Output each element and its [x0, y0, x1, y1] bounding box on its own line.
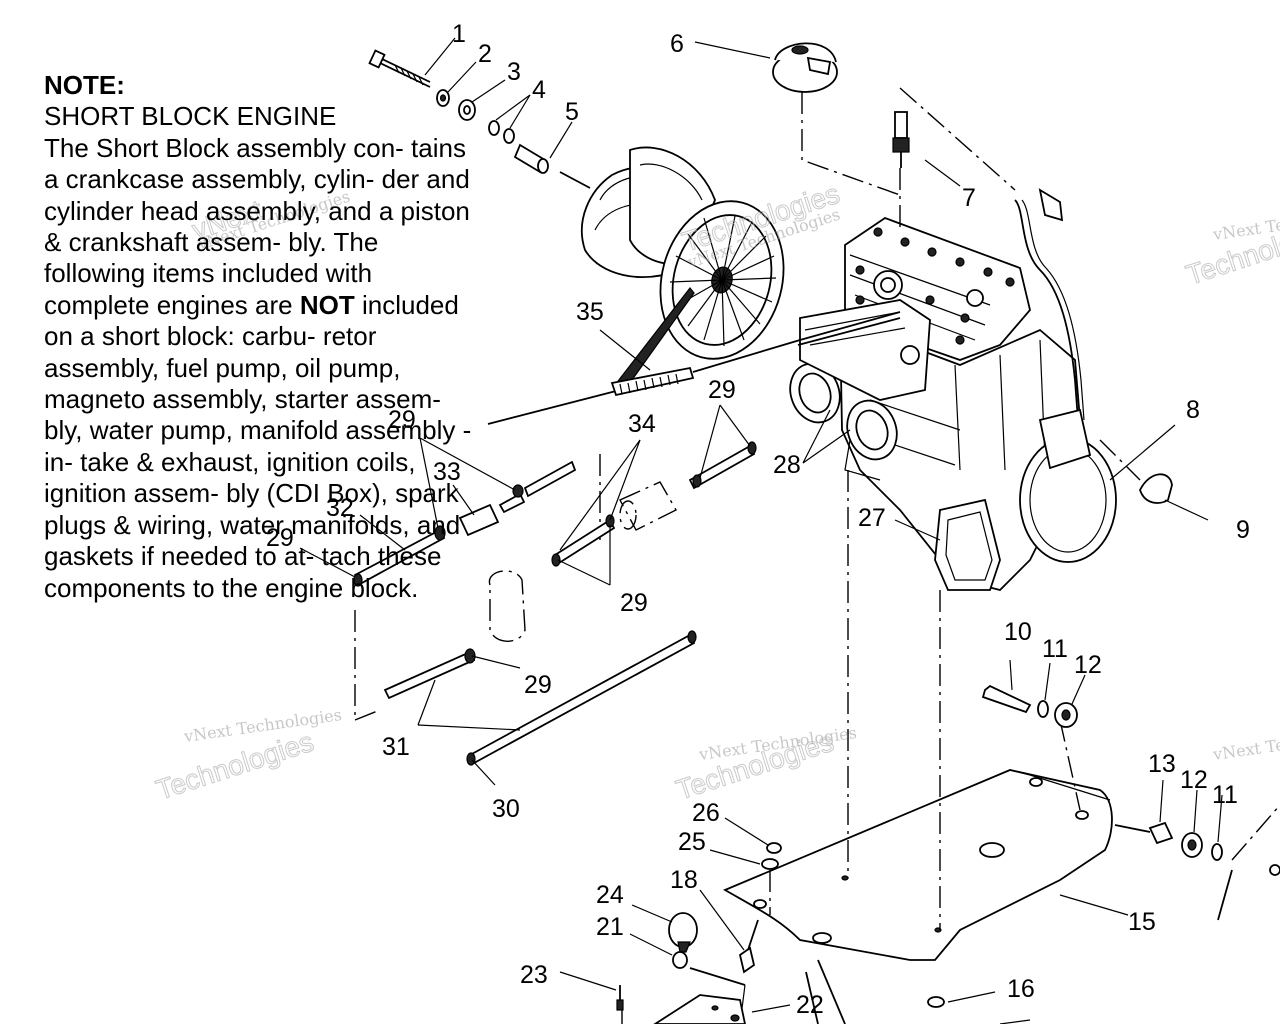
spark-plug-7	[892, 111, 910, 168]
bolt-1	[368, 49, 431, 88]
callout-9: 9	[1236, 516, 1250, 544]
callout-27: 27	[858, 504, 886, 532]
callout-2: 2	[478, 40, 492, 68]
oring-4b	[503, 128, 515, 144]
oil-cap-6	[772, 42, 838, 93]
callout-12: 12	[1074, 651, 1102, 679]
callout-32: 32	[326, 494, 354, 522]
throttle-cable-35	[487, 287, 901, 425]
fuel-filter-34	[619, 481, 677, 531]
callout-13: 13	[1148, 750, 1176, 778]
leader-lines-fuel	[299, 404, 751, 786]
callout-18: 18	[670, 866, 698, 894]
nut-26	[766, 842, 782, 854]
washer-11b	[1211, 843, 1223, 861]
grommet-12	[1054, 702, 1078, 728]
spacer-5	[513, 143, 549, 174]
engine-block	[789, 188, 1117, 591]
note-body: The Short Block assembly con- tains a cr…	[44, 133, 474, 604]
callout-25: 25	[678, 828, 706, 856]
callout-6: 6	[670, 30, 684, 58]
callout-numbers: 1 2 3 4 5 6 7 8 9 10 11 12 12 11 13 15 1…	[266, 20, 1250, 1019]
note-emphasis: NOT	[299, 289, 355, 320]
callout-22: 22	[796, 991, 824, 1019]
note-subtitle: SHORT BLOCK ENGINE	[44, 101, 337, 132]
callout-8: 8	[1186, 396, 1200, 424]
callout-29d: 29	[620, 589, 648, 617]
callout-26: 26	[692, 799, 720, 827]
stud-18	[738, 919, 759, 974]
screw-23	[616, 985, 624, 1011]
callout-24: 24	[596, 881, 624, 909]
callout-15: 15	[1128, 908, 1156, 936]
callout-29a: 29	[388, 406, 416, 434]
callout-4: 4	[532, 76, 546, 104]
note-body-text-2: included on a short block: carbu- retor …	[44, 289, 472, 603]
callout-30: 30	[492, 795, 520, 823]
callout-11: 11	[1042, 635, 1068, 663]
callout-35: 35	[576, 298, 604, 326]
note-block: NOTE: SHORT BLOCK ENGINE The Short Block…	[44, 70, 474, 604]
drive-clutch	[580, 146, 785, 360]
callout-29c: 29	[266, 524, 294, 552]
callout-10: 10	[1004, 618, 1032, 646]
fuel-line-32	[353, 525, 446, 587]
callout-16: 16	[1007, 975, 1035, 1003]
washer-11	[1037, 700, 1049, 718]
callout-12b: 12	[1180, 766, 1208, 794]
grommet-12b	[1181, 832, 1203, 858]
clip-9	[1139, 473, 1173, 504]
nut-21	[672, 951, 688, 969]
oring-4a	[488, 120, 500, 136]
callout-21: 21	[596, 913, 624, 941]
mount-24	[668, 912, 698, 953]
callout-33: 33	[433, 458, 461, 486]
callout-34: 34	[628, 410, 656, 438]
engine-mount-plate-15	[722, 769, 1113, 961]
callout-7: 7	[962, 184, 976, 212]
note-body-text: The Short Block assembly con- tains a cr…	[44, 132, 470, 320]
fuel-pump-dashed	[488, 570, 526, 642]
callout-29b: 29	[708, 376, 736, 404]
watermark-text: vNext Technologies	[1211, 723, 1280, 764]
washer-16	[927, 996, 945, 1008]
callout-3: 3	[507, 58, 521, 86]
leader-lines-engine	[802, 409, 941, 541]
callout-31: 31	[382, 733, 410, 761]
note-title: NOTE:	[44, 70, 125, 100]
bolt-10	[981, 684, 1032, 714]
callout-28: 28	[773, 451, 801, 479]
callout-11b: 11	[1212, 781, 1238, 809]
callout-5: 5	[565, 98, 579, 126]
bushing-13	[1148, 821, 1174, 845]
callout-23: 23	[520, 961, 548, 989]
filter-33	[458, 503, 500, 537]
washer-25	[761, 858, 779, 870]
callout-1: 1	[452, 20, 466, 48]
callout-29e: 29	[524, 671, 552, 699]
